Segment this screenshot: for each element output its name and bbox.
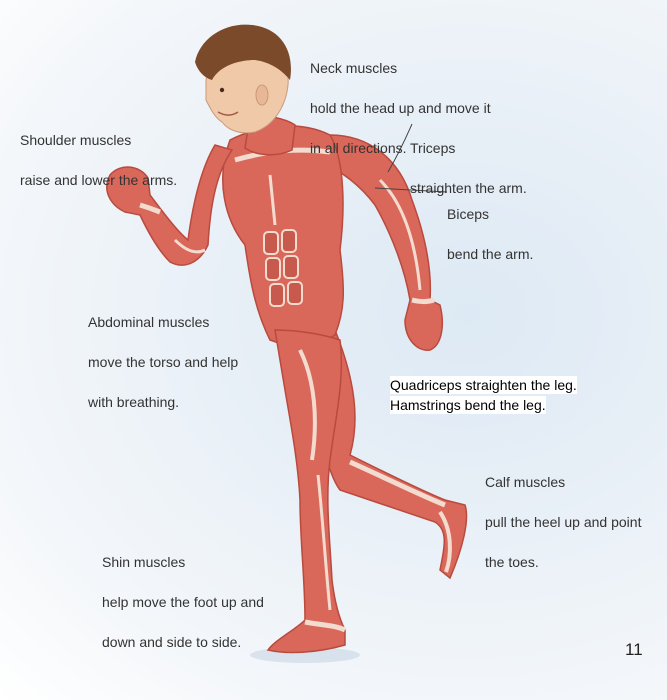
shoulder-label-line-1: Shoulder muscles <box>20 132 132 148</box>
shin-label-line-1: Shin muscles <box>102 554 186 570</box>
back-leg <box>311 328 468 580</box>
left-arm <box>106 144 234 266</box>
shin-label-line-3: down and side to side. <box>102 634 242 650</box>
abdominal-label-line-3: with breathing. <box>88 394 180 410</box>
biceps-label: Biceps bend the arm. <box>447 184 533 284</box>
torso <box>222 125 345 346</box>
shin-muscles-label: Shin muscles help move the foot up and d… <box>102 532 264 672</box>
shin-label-line-2: help move the foot up and <box>102 594 264 610</box>
abdominal-label-line-2: move the torso and help <box>88 354 239 370</box>
head <box>195 24 296 156</box>
calf-label-line-3: the toes. <box>485 554 539 570</box>
calf-label-line-2: pull the heel up and point <box>485 514 642 530</box>
shoulder-muscles-label: Shoulder muscles raise and lower the arm… <box>20 110 177 210</box>
calf-label-line-1: Calf muscles <box>485 474 566 490</box>
biceps-label-line-2: bend the arm. <box>447 246 534 262</box>
triceps-label-line-2: straighten the arm. <box>410 180 527 196</box>
abdominal-muscles-label: Abdominal muscles move the torso and hel… <box>88 292 238 432</box>
quadriceps-label: Quadriceps straighten the leg. <box>390 376 577 394</box>
page-number: 11 <box>625 640 643 659</box>
calf-muscles-label: Calf muscles pull the heel up and point … <box>485 452 641 592</box>
right-arm <box>324 134 443 351</box>
triceps-label: Triceps straighten the arm. <box>410 118 527 218</box>
neck-label-line-2: hold the head up and move it <box>310 100 491 116</box>
hamstrings-label: Hamstrings bend the leg. <box>390 396 546 414</box>
neck-label-line-1: Neck muscles <box>310 60 398 76</box>
neck-label-line-3: in all directions. <box>310 140 407 156</box>
triceps-label-line-1: Triceps <box>410 140 456 156</box>
leader-lines <box>374 123 448 193</box>
front-leg <box>266 329 347 654</box>
shoulder-label-line-2: raise and lower the arms. <box>20 172 178 188</box>
neck-muscles-label: Neck muscles hold the head up and move i… <box>310 38 491 178</box>
biceps-label-line-1: Biceps <box>447 206 490 222</box>
abdominal-label-line-1: Abdominal muscles <box>88 314 210 330</box>
